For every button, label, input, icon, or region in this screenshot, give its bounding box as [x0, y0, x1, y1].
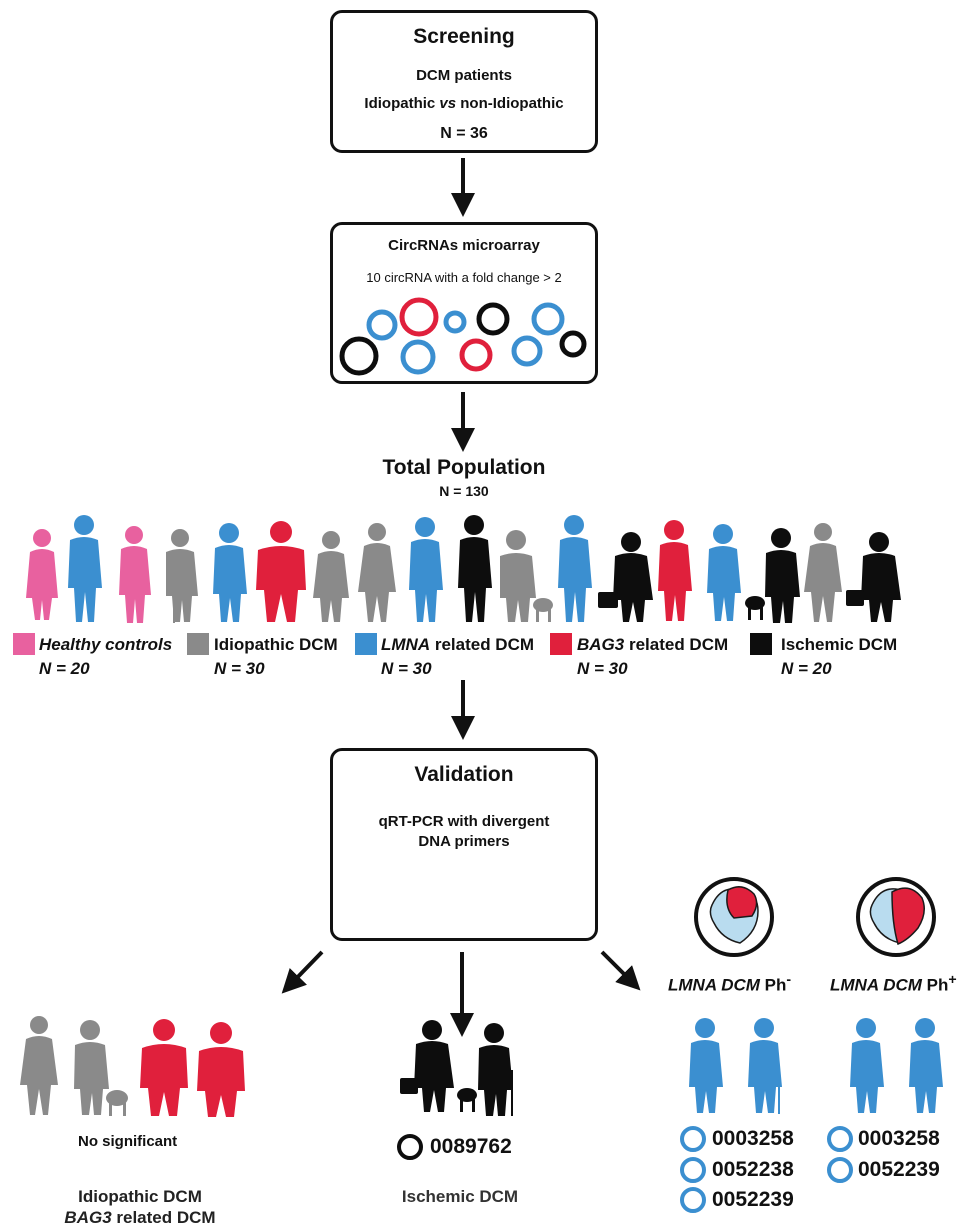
circrna-ring — [511, 335, 543, 367]
code-rings — [397, 1126, 853, 1213]
circrna-ring — [366, 309, 398, 341]
microarray-title: CircRNAs microarray — [388, 237, 540, 254]
screening-line1: DCM patients — [416, 67, 512, 84]
circrna-ring — [680, 1126, 706, 1152]
person-icon — [119, 526, 151, 623]
person-icon — [400, 1020, 454, 1112]
person-icon — [748, 1018, 782, 1114]
person-icon — [804, 523, 842, 622]
person-icon — [313, 531, 349, 622]
person-icon — [166, 529, 198, 623]
legend-n-bag3: N = 30 — [577, 659, 628, 678]
screening-line2: Idiopathic vs non-Idiopathic — [364, 95, 564, 112]
circrna-ring — [397, 1134, 423, 1160]
person-icon — [20, 1016, 58, 1115]
circrna-ring — [399, 297, 439, 337]
population-title: Total Population — [382, 456, 546, 479]
heart-icon-ph-negative — [694, 877, 774, 957]
person-icon — [850, 1018, 884, 1113]
circrna-ring — [827, 1126, 853, 1152]
circrna-ring — [531, 302, 565, 336]
person-icon — [500, 530, 553, 622]
legend-label-lmna: LMNA related DCM — [381, 635, 535, 654]
middle-branch-silhouettes — [400, 1020, 513, 1116]
person-icon — [689, 1018, 723, 1113]
person-icon — [197, 1022, 245, 1117]
screening-n: N = 36 — [440, 125, 488, 142]
right-branch-silhouettes — [689, 1018, 943, 1114]
microarray-subtitle: 10 circRNA with a fold change > 2 — [366, 270, 562, 285]
screening-title: Screening — [413, 25, 515, 48]
person-icon — [707, 524, 741, 621]
person-icon — [358, 523, 396, 622]
left-branch-note: No significant — [78, 1133, 178, 1150]
validation-line2: DNA primers — [418, 833, 510, 850]
left-branch-line1: Idiopathic DCM — [78, 1187, 202, 1206]
left-branch-line2: BAG3 related DCM — [64, 1208, 216, 1227]
circrna-ring — [680, 1157, 706, 1183]
person-icon — [745, 528, 800, 623]
circrna-ring — [559, 330, 587, 358]
legend-n-ischemic: N = 20 — [781, 659, 832, 678]
arrow-validation-to-right — [600, 950, 641, 991]
legend-label-idiopathic: Idiopathic DCM — [214, 635, 338, 654]
legend-n-lmna: N = 30 — [381, 659, 432, 678]
legend-label-ischemic: Ischemic DCM — [781, 635, 898, 654]
legend-n-healthy: N = 20 — [39, 659, 90, 678]
lmna-neg-code-3: 0052239 — [712, 1188, 794, 1211]
legend-swatch-healthy — [13, 633, 35, 655]
validation-box: Validation qRT-PCR with divergent DNA pr… — [330, 748, 598, 941]
population-n: N = 130 — [439, 483, 489, 499]
person-icon — [74, 1020, 128, 1116]
legend-n-idiopathic: N = 30 — [214, 659, 265, 678]
person-icon — [140, 1019, 188, 1116]
legend-label-healthy: Healthy controls — [39, 635, 173, 654]
person-icon — [458, 515, 492, 622]
legend-swatch-ischemic — [750, 633, 772, 655]
person-icon — [68, 515, 102, 622]
person-icon — [26, 529, 58, 620]
person-icon — [909, 1018, 943, 1113]
microarray-box: CircRNAs microarray 10 circRNA with a fo… — [330, 222, 598, 384]
circrna-ring — [400, 339, 436, 375]
circrna-ring — [459, 338, 493, 372]
arrow-validation-to-left — [281, 950, 324, 994]
person-icon — [409, 517, 443, 622]
heart-icon-ph-positive — [856, 877, 936, 957]
person-icon — [846, 532, 901, 622]
lmna-pos-code-1: 0003258 — [858, 1127, 940, 1150]
lmna-ph-positive-label: LMNA DCM Ph+ — [830, 972, 957, 995]
circrna-ring — [827, 1157, 853, 1183]
left-branch-silhouettes — [20, 1016, 245, 1117]
population-silhouettes — [26, 515, 901, 623]
screening-box: Screening DCM patients Idiopathic vs non… — [330, 10, 598, 153]
legend-label-bag3: BAG3 related DCM — [577, 635, 729, 654]
person-icon — [558, 515, 592, 622]
validation-line1: qRT-PCR with divergent — [378, 813, 550, 830]
person-icon — [256, 521, 306, 622]
person-icon — [457, 1023, 513, 1116]
validation-title: Validation — [414, 763, 514, 786]
circrna-ring — [339, 336, 379, 376]
lmna-ph-negative-label: LMNA DCM Ph- — [668, 972, 792, 995]
lmna-pos-code-2: 0052239 — [858, 1158, 940, 1181]
person-icon — [598, 532, 653, 622]
legend-swatch-idiopathic — [187, 633, 209, 655]
legend-swatch-lmna — [355, 633, 377, 655]
ischemic-code: 0089762 — [430, 1135, 512, 1158]
circrna-ring — [476, 302, 510, 336]
lmna-neg-code-1: 0003258 — [712, 1127, 794, 1150]
person-icon — [213, 523, 247, 622]
person-icon — [658, 520, 692, 621]
circrna-ring — [443, 310, 467, 334]
ischemic-label: Ischemic DCM — [401, 1187, 519, 1206]
circrna-rings — [339, 297, 587, 376]
legend-swatch-bag3 — [550, 633, 572, 655]
lmna-neg-code-2: 0052238 — [712, 1158, 794, 1181]
circrna-ring — [680, 1187, 706, 1213]
